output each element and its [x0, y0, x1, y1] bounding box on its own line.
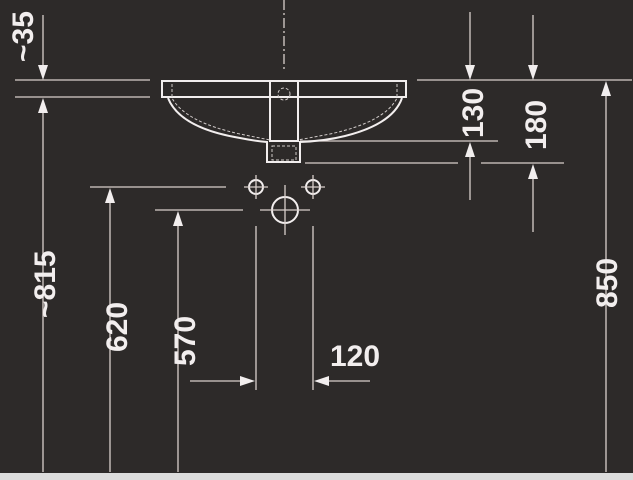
dim-label-815: ~815 — [29, 250, 62, 318]
dim-label-180: 180 — [520, 100, 553, 150]
tap-holes — [244, 175, 325, 235]
dimension-arrows — [38, 12, 611, 472]
dim-label-620: 620 — [101, 302, 134, 352]
reference-lines — [15, 0, 632, 390]
dim-label-35: ~35 — [7, 11, 40, 62]
dim-label-120: 120 — [330, 340, 380, 373]
dim-label-850: 850 — [591, 258, 624, 308]
dim-label-570: 570 — [169, 316, 202, 366]
dim-label-130: 130 — [457, 88, 490, 138]
washbasin-side-view — [161, 80, 407, 163]
floor-line — [0, 473, 633, 480]
